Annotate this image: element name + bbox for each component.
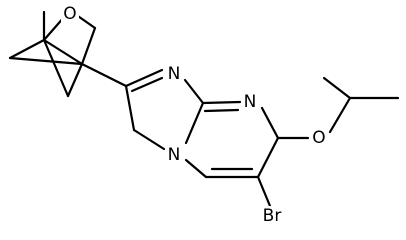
bond-c6-br [256,175,272,208]
bond-c5-n4 [184,158,208,179]
bicyclic-ether-fragment [8,10,97,98]
atom-label-ring-oxygen: O [61,4,79,24]
bond-ch2-c4 [80,26,97,66]
atom-label-bromine: Br [258,206,286,226]
bond-c7-c6 [256,136,280,179]
bond-c5-c2 [124,84,136,132]
bond-n3-c8a [183,78,205,105]
atom-label-bridgehead-nitrogen: N [165,145,183,165]
pyrimidine-ring [184,100,280,179]
bromine-text: Br [263,206,282,226]
bond-left-c4 [8,56,84,66]
imidazole-nitrogen-text: N [168,64,181,84]
bond-c8a-n8-double-inner [203,108,240,113]
ether-oxygen-text: O [312,128,325,148]
bond-c1-left [8,38,46,60]
bond-n4-c5 [132,128,166,151]
bond-c8a-n4 [184,101,205,145]
bond-n8-c7 [260,106,280,140]
atom-label-pyrimidine-nitrogen: N [241,92,259,112]
bond-c8a-n8-double [201,100,242,105]
bond-cage-to-imidazole [80,62,128,88]
bond-ch-me1 [322,76,352,100]
bond-c1-c4-bridge [42,38,84,66]
imidazole-ring [124,68,205,151]
atom-label-ether-oxygen: O [310,128,328,148]
bond-c2-n3-double-inner [130,76,164,93]
bond-c2-n3-double [124,68,164,88]
bond-c1-bottom [42,38,70,98]
pyrimidine-nitrogen-text: N [244,92,257,112]
bond-bottom-c4 [66,62,84,98]
atom-label-imidazole-nitrogen: N [165,64,183,84]
bond-o-ch [328,96,352,134]
isopropoxy-group [276,76,400,140]
bridgehead-nitrogen-text: N [168,145,181,165]
ring-oxygen-text: O [63,4,76,24]
